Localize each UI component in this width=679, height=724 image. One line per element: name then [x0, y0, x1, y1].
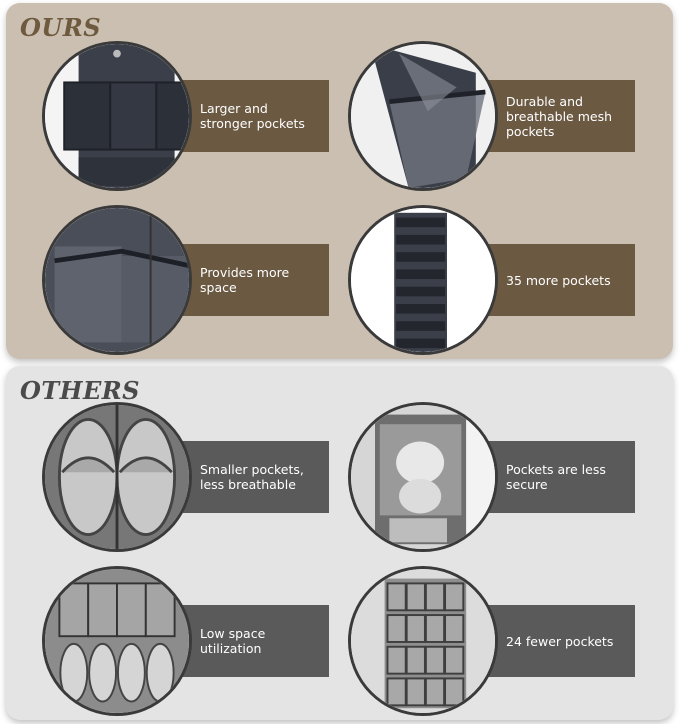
others-panel: OTHERS Smaller pockets, less breathable — [6, 366, 673, 720]
open-pocket-image — [42, 205, 192, 355]
ours-feature-4: 35 more pockets — [348, 205, 648, 355]
others-feature-4: 24 fewer pockets — [348, 566, 648, 716]
others-feature-3: Low space utilization — [42, 566, 342, 716]
ours-panel: OURS Larger and stronger pockets — [6, 3, 673, 359]
tall-organizer-image — [348, 205, 498, 355]
mesh-pocket-image — [348, 41, 498, 191]
ours-feature-2: Durable and breathable mesh pockets — [348, 41, 648, 191]
towel-mesh-image — [348, 402, 498, 552]
others-title: OTHERS — [20, 376, 141, 405]
others-feature-2: Pockets are less secure — [348, 402, 648, 552]
items-organizer-image — [42, 566, 192, 716]
ours-feature-1: Larger and stronger pockets — [42, 41, 342, 191]
ours-feature-1-label: Larger and stronger pockets — [174, 80, 329, 152]
dark-pockets-image — [42, 41, 192, 191]
others-feature-4-label: 24 fewer pockets — [480, 605, 635, 677]
grid-organizer-image — [348, 566, 498, 716]
others-feature-3-label: Low space utilization — [174, 605, 329, 677]
others-feature-1: Smaller pockets, less breathable — [42, 402, 342, 552]
ours-title: OURS — [20, 13, 102, 42]
others-feature-1-label: Smaller pockets, less breathable — [174, 441, 329, 513]
ours-feature-3: Provides more space — [42, 205, 342, 355]
ours-feature-2-label: Durable and breathable mesh pockets — [480, 80, 635, 152]
others-feature-2-label: Pockets are less secure — [480, 441, 635, 513]
slippers-image — [42, 402, 192, 552]
ours-feature-4-label: 35 more pockets — [480, 244, 635, 316]
ours-feature-3-label: Provides more space — [174, 244, 329, 316]
